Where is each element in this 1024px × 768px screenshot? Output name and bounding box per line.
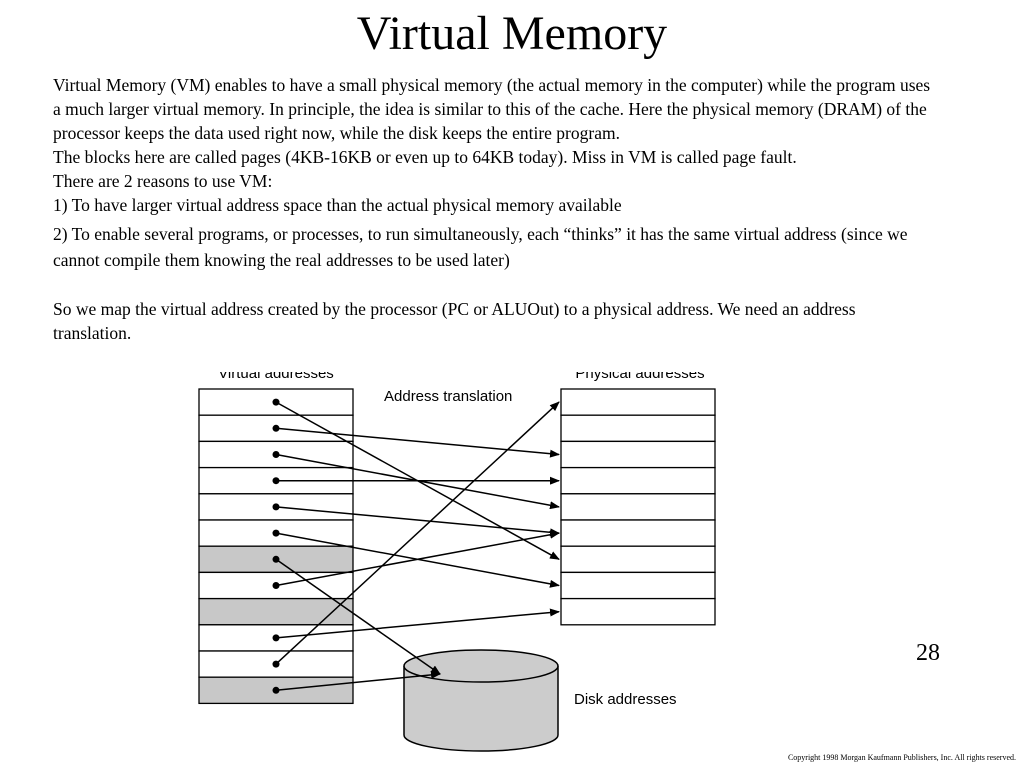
physical-page-0 — [560, 388, 716, 416]
physical-page-7 — [560, 571, 716, 600]
physical-page-5 — [560, 519, 716, 547]
virtual-page-dot-11 — [272, 686, 280, 694]
virtual-page-dot-3 — [272, 477, 280, 485]
mapping-arrow-1 — [275, 427, 560, 458]
mapping-arrow-10 — [275, 401, 560, 665]
paragraph-pages: The blocks here are called pages (4KB-16… — [53, 147, 797, 167]
disk-addresses-label: Disk addresses — [574, 691, 677, 708]
virtual-page-dot-4 — [272, 503, 280, 511]
mapping-arrow-11 — [275, 670, 441, 692]
slide-title: Virtual Memory — [356, 7, 668, 60]
physical-page-1 — [560, 414, 716, 443]
virtual-page-dots — [272, 398, 280, 694]
physical-page-6 — [560, 545, 716, 574]
disk-top — [403, 649, 559, 683]
mapping-arrows — [275, 401, 560, 692]
virtual-page-dot-10 — [272, 660, 280, 668]
virtual-page-8 — [198, 597, 354, 626]
physical-page-3 — [560, 466, 716, 495]
physical-page-4 — [560, 493, 716, 521]
copyright-notice: Copyright 1998 Morgan Kaufmann Publisher… — [787, 753, 1016, 762]
physical-page-8 — [560, 597, 716, 626]
disk — [403, 649, 559, 752]
physical-page-2 — [560, 440, 716, 469]
virtual-page-dot-6 — [272, 555, 280, 563]
virtual-page-dot-2 — [272, 451, 280, 458]
virtual-page-dot-0 — [272, 398, 280, 406]
paragraph-reason-2: 2) To enable several programs, or proces… — [53, 224, 908, 270]
mapping-arrow-9 — [275, 608, 560, 639]
mapping-arrow-6 — [275, 558, 441, 675]
paragraph-reasons: There are 2 reasons to use VM: — [53, 171, 273, 191]
page-number: 28 — [916, 640, 940, 666]
virtual-page-table — [198, 388, 354, 705]
paragraph-reason-1: 1) To have larger virtual address space … — [53, 195, 622, 215]
text-mask — [180, 360, 740, 372]
virtual-page-dot-7 — [272, 582, 280, 589]
virtual-page-dot-9 — [272, 634, 280, 642]
paragraph-mapping: So we map the virtual address created by… — [53, 299, 856, 343]
mapping-arrow-4 — [275, 506, 560, 537]
physical-page-table — [560, 388, 716, 626]
paragraph-vm-intro: Virtual Memory (VM) enables to have a sm… — [53, 75, 931, 143]
address-translation-label: Address translation — [384, 388, 512, 405]
disk-body — [403, 666, 559, 752]
virtual-page-dot-1 — [272, 424, 280, 432]
mapping-arrow-7 — [275, 530, 560, 587]
virtual-page-dot-5 — [272, 529, 280, 537]
slide-body-text: Virtual Memory (VM) enables to have a sm… — [53, 73, 933, 345]
